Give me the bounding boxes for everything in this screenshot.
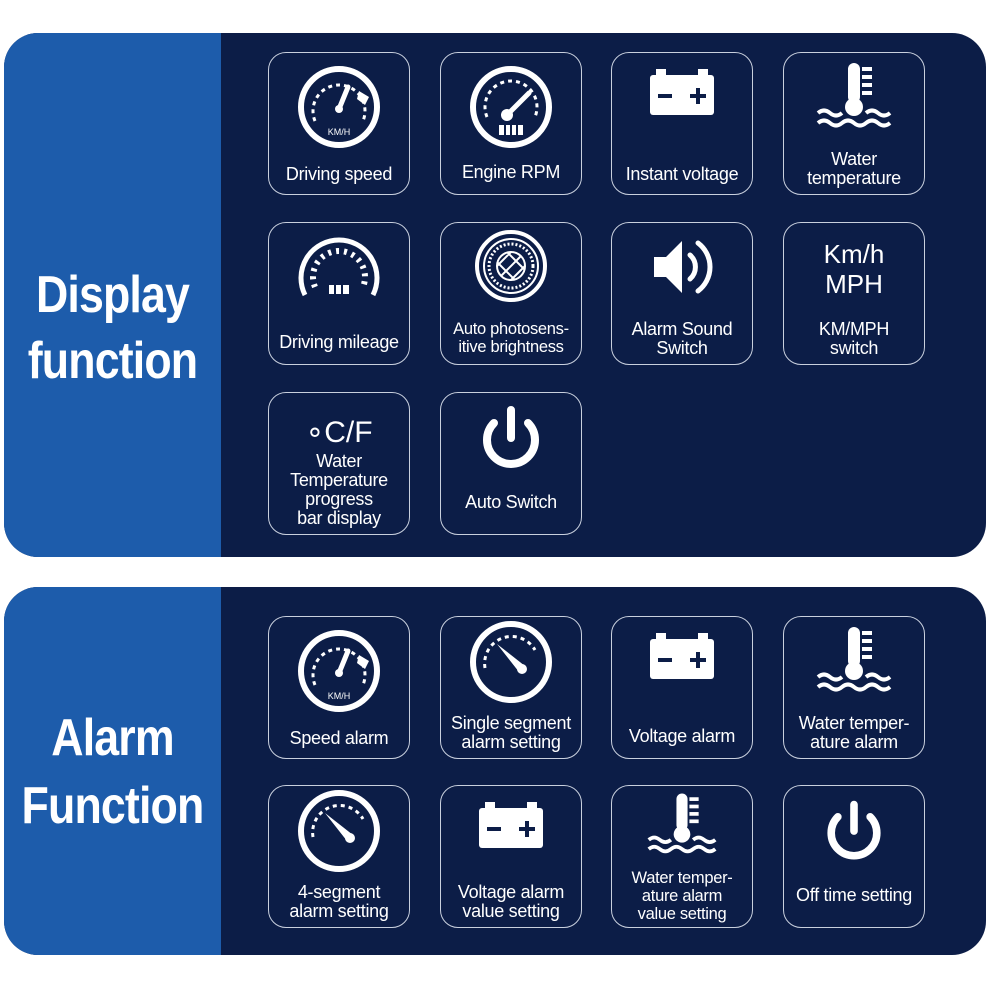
odometer-icon: [269, 231, 409, 323]
tile-label: Instant voltage: [625, 164, 739, 184]
tile-voltage-alarm[interactable]: Voltage alarm: [611, 616, 753, 759]
tile-instant-voltage[interactable]: Instant voltage: [611, 52, 753, 195]
tile-label-line: ature alarm: [641, 887, 723, 905]
tile-label-line: KM/MPH: [818, 319, 890, 339]
tile-label: Auto photosens- itive brightness: [443, 320, 579, 356]
gauge-needle-icon: [269, 788, 409, 874]
tile-label: Water temper- ature alarm value setting: [614, 869, 750, 923]
tile-water-temperature-alarm-value[interactable]: Water temper- ature alarm value setting: [611, 785, 753, 928]
speedometer-icon: KM/H: [269, 625, 409, 717]
tile-off-time-setting[interactable]: Off time setting: [783, 785, 925, 928]
tile-label-line: Switch: [656, 338, 708, 358]
tile-label: Water temper- ature alarm: [786, 714, 922, 752]
tile-label-line: Water: [831, 149, 877, 169]
battery-icon: [612, 621, 752, 701]
display-function-sidebar: Display function: [4, 33, 221, 557]
power-icon: [441, 397, 581, 483]
tile-label: Speed alarm: [289, 728, 389, 748]
display-title-line2: function: [27, 332, 198, 390]
thermometer-water-icon: [784, 57, 924, 137]
battery-icon: [612, 57, 752, 137]
gauge-needle-icon: [441, 619, 581, 705]
tile-label-line: 4-segment: [297, 882, 381, 902]
tile-label: Off time setting: [796, 885, 912, 905]
tile-label-line: value setting: [637, 905, 727, 923]
tile-water-temperature-progress[interactable]: ∘C/F Water Temperature progress bar disp…: [268, 392, 410, 535]
tile-label-line: Auto photosens-: [453, 320, 569, 338]
tile-auto-switch[interactable]: Auto Switch: [440, 392, 582, 535]
tile-label-line: Voltage alarm: [457, 882, 565, 902]
speedometer-unit: KM/H: [328, 691, 351, 701]
display-title-line1: Display: [35, 266, 190, 324]
alarm-function-panel: Alarm Function KM/H Speed alarm Single s…: [4, 587, 986, 955]
alarm-title-line2: Function: [21, 777, 205, 835]
tile-label: Driving speed: [285, 164, 393, 184]
tile-water-temperature-alarm[interactable]: Water temper- ature alarm: [783, 616, 925, 759]
tachometer-icon: [441, 61, 581, 153]
tile-4-segment-alarm[interactable]: 4-segment alarm setting: [268, 785, 410, 928]
tile-km-mph-switch[interactable]: Km/h MPH KM/MPH switch: [783, 222, 925, 365]
tile-alarm-sound-switch[interactable]: Alarm Sound Switch: [611, 222, 753, 365]
speedometer-icon: KM/H: [269, 61, 409, 153]
aperture-icon: [441, 225, 581, 307]
tile-label-line: Single segment: [451, 713, 571, 733]
tile-label-line: bar display: [297, 508, 381, 528]
alarm-function-sidebar: Alarm Function: [4, 587, 221, 955]
tile-label-line: Temperature: [290, 470, 388, 490]
tile-label-line: value setting: [462, 901, 560, 921]
display-function-panel: Display function KM/H Driving speed Engi…: [4, 33, 986, 557]
tile-label: Voltage alarm: [628, 726, 736, 746]
tile-label-line: Water: [316, 451, 362, 471]
tile-label: Engine RPM: [461, 162, 561, 182]
tile-label-line: Alarm Sound: [631, 319, 733, 339]
alarm-title-line1: Alarm: [51, 709, 174, 767]
tile-label: KM/MPH switch: [786, 320, 922, 358]
tile-label-line: temperature: [807, 168, 901, 188]
tile-label-line: ature alarm: [810, 732, 898, 752]
tile-label-line: Water temper-: [631, 869, 733, 887]
tile-label-line: Water temper-: [798, 713, 910, 733]
battery-icon: [441, 790, 581, 870]
speaker-icon: [612, 227, 752, 307]
unit-text-icon: Km/h MPH: [784, 237, 924, 301]
tile-label: Auto Switch: [465, 492, 557, 512]
tile-driving-speed[interactable]: KM/H Driving speed: [268, 52, 410, 195]
thermometer-water-icon: [784, 621, 924, 701]
tile-voltage-alarm-value[interactable]: Voltage alarm value setting: [440, 785, 582, 928]
tile-single-segment-alarm[interactable]: Single segment alarm setting: [440, 616, 582, 759]
tile-label: Voltage alarm value setting: [443, 883, 579, 921]
tile-label-line: itive brightness: [458, 338, 564, 356]
tile-label: Driving mileage: [279, 332, 399, 352]
tile-label-line: alarm setting: [289, 901, 389, 921]
celsius-fahrenheit-text: ∘C/F: [305, 416, 373, 449]
tile-label: Single segment alarm setting: [443, 714, 579, 752]
celsius-fahrenheit-icon: ∘C/F: [269, 413, 409, 453]
tile-label-line: switch: [829, 338, 879, 358]
tile-label-line: alarm setting: [461, 732, 561, 752]
unit-mph-text: MPH: [825, 269, 883, 299]
tile-driving-mileage[interactable]: Driving mileage: [268, 222, 410, 365]
tile-engine-rpm[interactable]: Engine RPM: [440, 52, 582, 195]
speedometer-unit: KM/H: [328, 127, 351, 137]
unit-kmh-text: Km/h: [823, 239, 885, 269]
tile-label: Alarm Sound Switch: [614, 320, 750, 358]
tile-water-temperature[interactable]: Water temperature: [783, 52, 925, 195]
tile-label: Water temperature: [786, 150, 922, 188]
tile-label: 4-segment alarm setting: [271, 883, 407, 921]
thermometer-water-icon: [612, 788, 752, 862]
tile-speed-alarm[interactable]: KM/H Speed alarm: [268, 616, 410, 759]
tile-label-line: progress: [305, 489, 373, 509]
tile-label: Water Temperature progress bar display: [271, 452, 407, 528]
tile-auto-photosensitive-brightness[interactable]: Auto photosens- itive brightness: [440, 222, 582, 365]
power-icon: [784, 790, 924, 876]
